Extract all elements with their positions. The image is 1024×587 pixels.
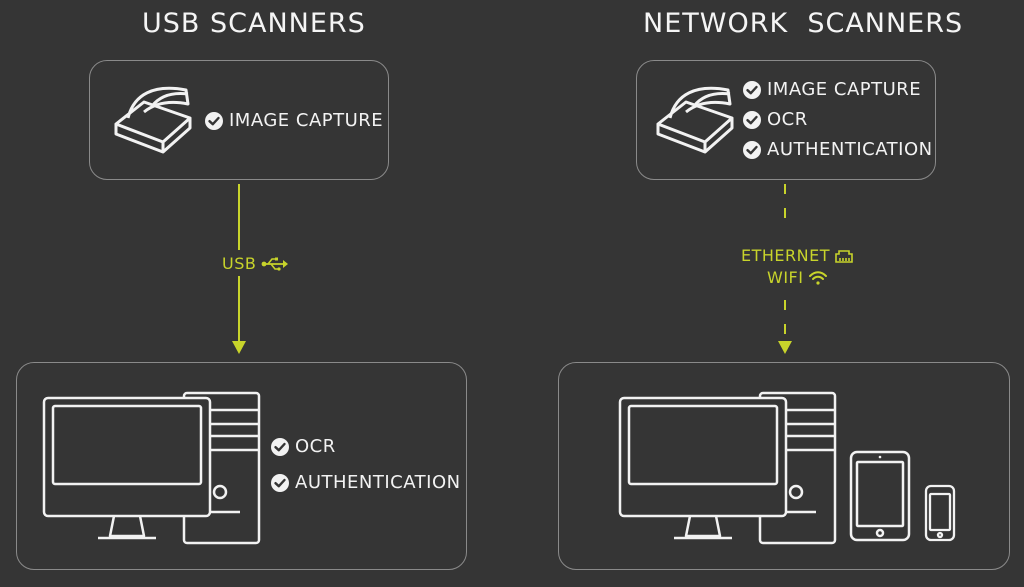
feature-authentication: AUTHENTICATION: [271, 472, 461, 493]
scanner-icon: [656, 86, 734, 154]
tablet-icon: [849, 450, 911, 542]
check-icon: [271, 437, 289, 456]
wifi-text: WIFI: [767, 268, 804, 287]
feature-authentication: AUTHENTICATION: [743, 139, 933, 160]
feature-image-capture: IMAGE CAPTURE: [205, 110, 383, 131]
phone-icon: [924, 484, 956, 542]
feature-label: AUTHENTICATION: [295, 472, 461, 493]
check-icon: [743, 80, 761, 99]
feature-label: OCR: [295, 436, 336, 457]
feature-image-capture: IMAGE CAPTURE: [743, 79, 921, 100]
check-icon: [743, 140, 761, 159]
ethernet-text: ETHERNET: [741, 246, 830, 265]
usb-text: USB: [222, 254, 257, 273]
usb-computer-box: [16, 362, 467, 570]
check-icon: [271, 473, 289, 492]
desktop-computer-icon: [42, 391, 261, 545]
usb-label: USB: [222, 254, 289, 273]
check-icon: [743, 110, 761, 129]
usb-scanners-title: USB SCANNERS: [142, 8, 366, 39]
feature-ocr: OCR: [743, 109, 808, 130]
usb-scanner-box: [89, 60, 389, 180]
wifi-label: WIFI: [767, 268, 828, 287]
wifi-icon: [809, 270, 828, 285]
check-icon: [205, 111, 223, 130]
feature-ocr: OCR: [271, 436, 336, 457]
network-connector-arrow: [778, 184, 792, 354]
desktop-computer-icon: [618, 391, 837, 545]
scanner-icon: [114, 86, 192, 154]
feature-label: IMAGE CAPTURE: [229, 110, 384, 131]
network-scanner-box: [636, 60, 936, 180]
feature-label: AUTHENTICATION: [767, 139, 933, 160]
feature-label: OCR: [767, 109, 808, 130]
usb-connector-arrow: [232, 184, 246, 354]
ethernet-label: ETHERNET: [741, 246, 853, 265]
network-scanners-title: NETWORK SCANNERS: [643, 8, 964, 39]
ethernet-icon: [835, 249, 853, 263]
usb-icon: [261, 257, 289, 271]
network-devices-box: [558, 362, 1010, 570]
feature-label: IMAGE CAPTURE: [767, 79, 922, 100]
